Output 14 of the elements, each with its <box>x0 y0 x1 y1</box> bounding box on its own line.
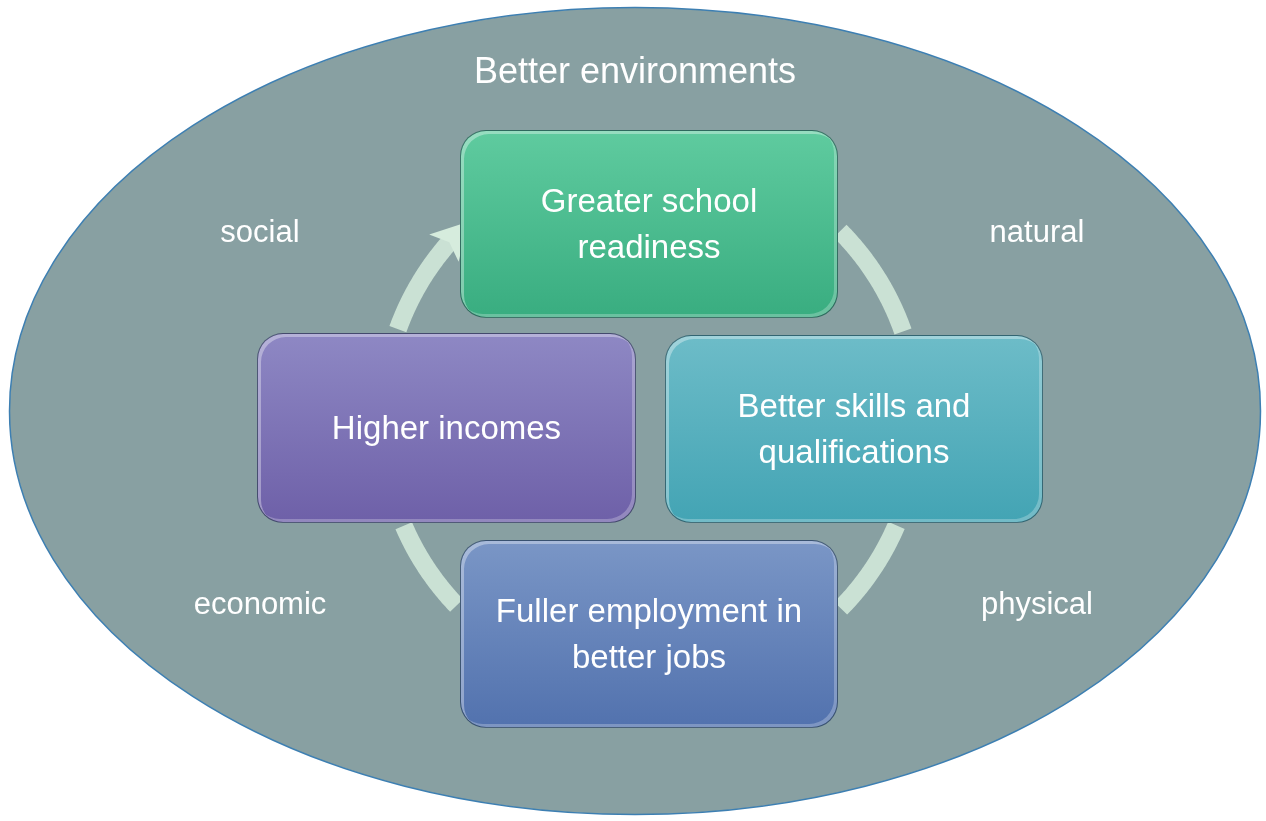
outcome-text: Greater school readiness <box>539 180 759 267</box>
ellipse-title: Better environments <box>473 50 797 92</box>
outcome-box <box>257 333 636 523</box>
outcome-text: Fuller employment in better jobs <box>494 590 804 677</box>
environment-label: physical <box>981 586 1093 622</box>
environment-label: social <box>220 214 300 250</box>
outcome-box <box>665 335 1043 523</box>
environment-ellipse <box>8 6 1262 816</box>
outcome-box <box>460 540 838 728</box>
outcome-text: Better skills and qualifications <box>736 385 972 472</box>
environment-label: economic <box>193 586 327 622</box>
environment-label: natural <box>989 214 1085 250</box>
outcome-box <box>460 130 838 318</box>
outcome-text: Higher incomes <box>330 407 563 448</box>
